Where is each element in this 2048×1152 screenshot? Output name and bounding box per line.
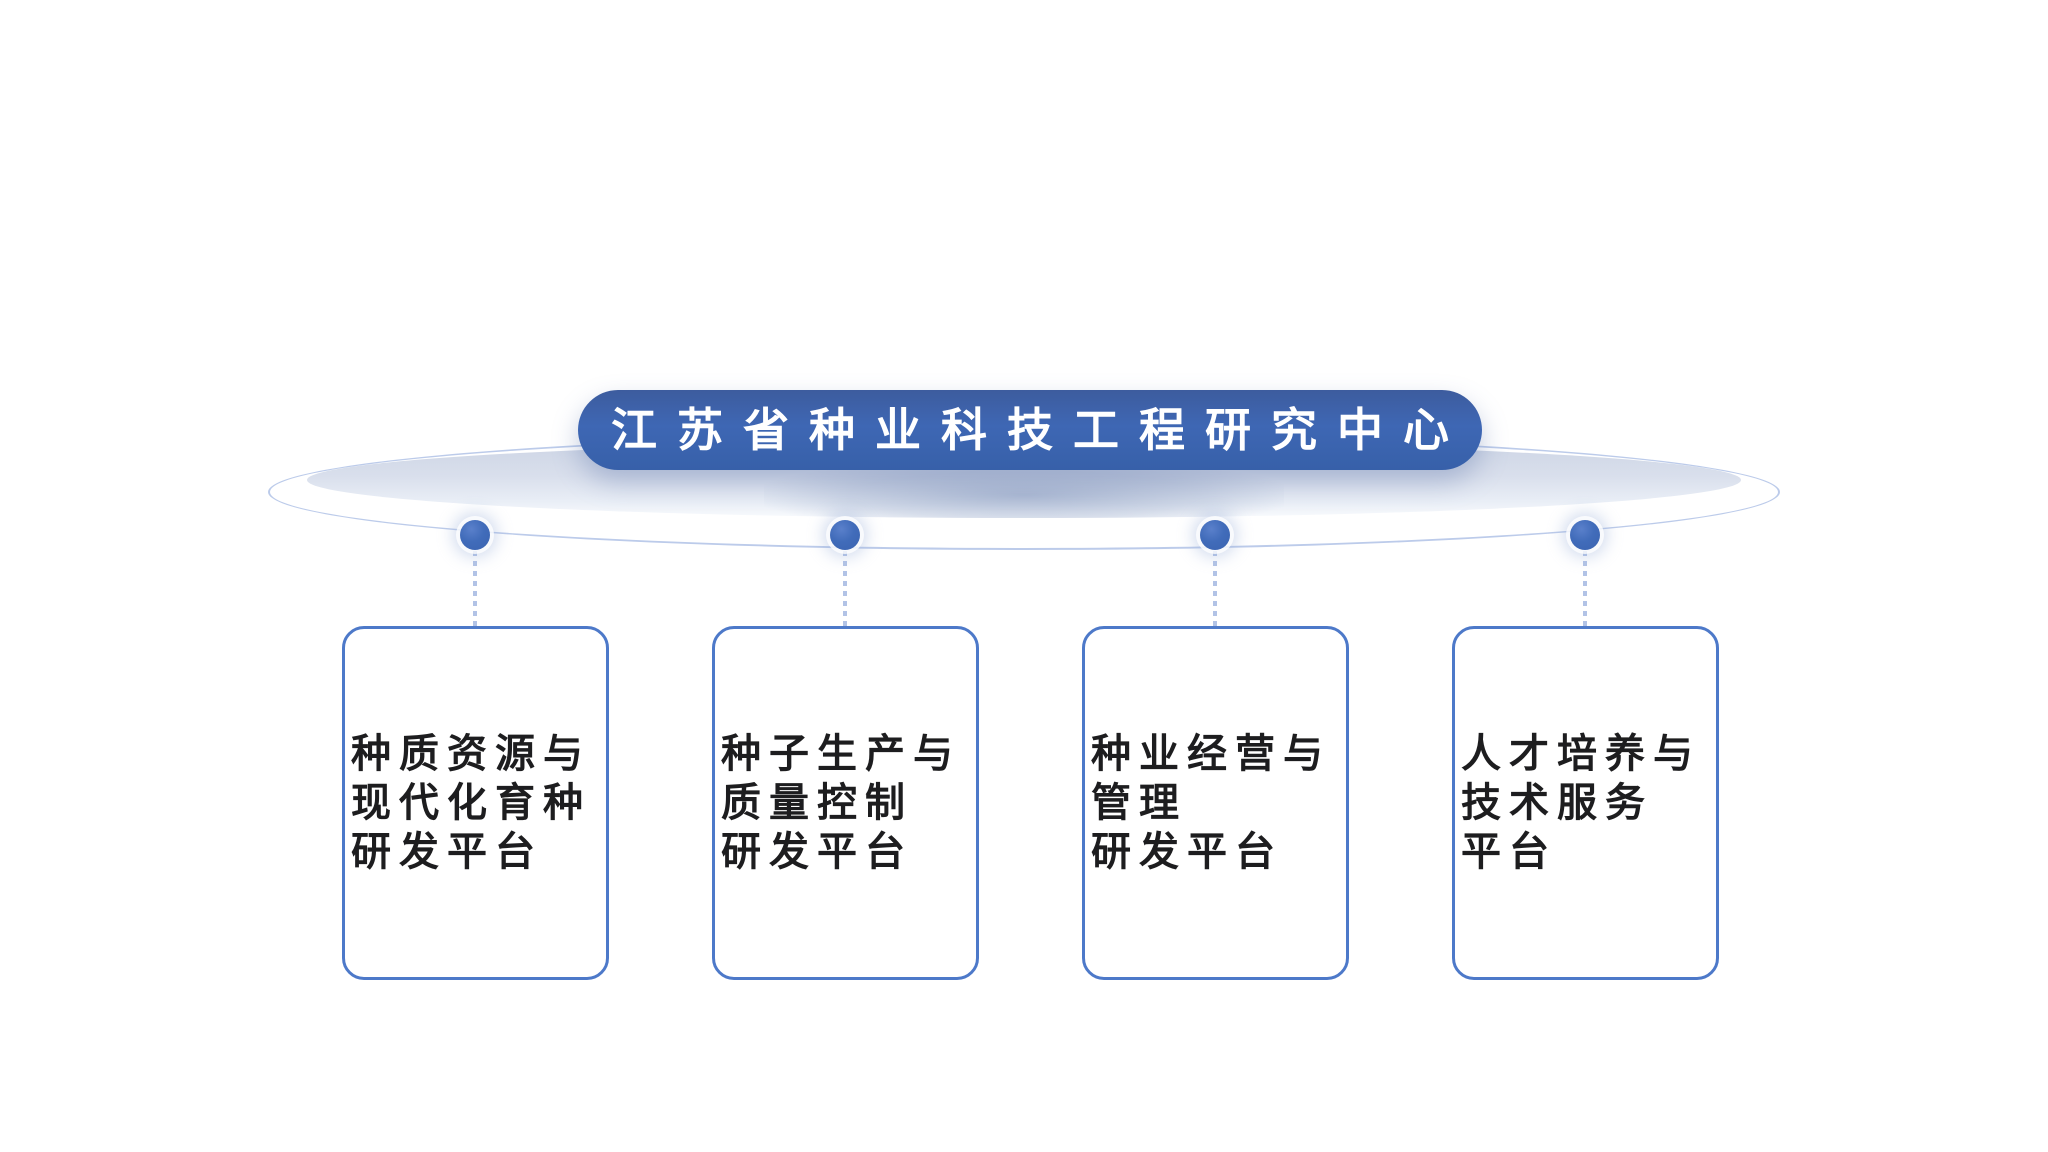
- platform-card-line: 管理: [1091, 780, 1187, 825]
- center-title-pill: 江苏省种业科技工程研究中心: [578, 390, 1482, 470]
- platform-card-line: 平台: [1461, 829, 1557, 874]
- platform-card-line: 现代化育种: [351, 780, 591, 825]
- platform-card-line: 研发平台: [351, 829, 543, 874]
- platform-card-line: 人才培养与: [1461, 731, 1701, 776]
- platform-card-line: 技术服务: [1461, 780, 1653, 825]
- connector-line-2: [843, 551, 847, 626]
- platform-card-line: 研发平台: [721, 829, 913, 874]
- platform-card-line: 种子生产与: [721, 731, 961, 776]
- connector-dot-2: [830, 520, 860, 550]
- connector-line-1: [473, 551, 477, 626]
- platform-card-seed-production: 种子生产与 质量控制 研发平台: [712, 626, 979, 980]
- connector-dot-1: [460, 520, 490, 550]
- connector-dot-4: [1570, 520, 1600, 550]
- center-title-text: 江苏省种业科技工程研究中心: [611, 404, 1469, 456]
- platform-card-line: 种业经营与: [1091, 731, 1331, 776]
- platform-card-line: 研发平台: [1091, 829, 1283, 874]
- connector-line-4: [1583, 551, 1587, 626]
- connector-dot-3: [1200, 520, 1230, 550]
- platform-card-talent-service: 人才培养与 技术服务 平台: [1452, 626, 1719, 980]
- connector-line-3: [1213, 551, 1217, 626]
- platform-card-line: 质量控制: [721, 780, 913, 825]
- platform-card-business-management: 种业经营与 管理 研发平台: [1082, 626, 1349, 980]
- platform-card-germplasm: 种质资源与 现代化育种 研发平台: [342, 626, 609, 980]
- platform-card-line: 种质资源与: [351, 731, 591, 776]
